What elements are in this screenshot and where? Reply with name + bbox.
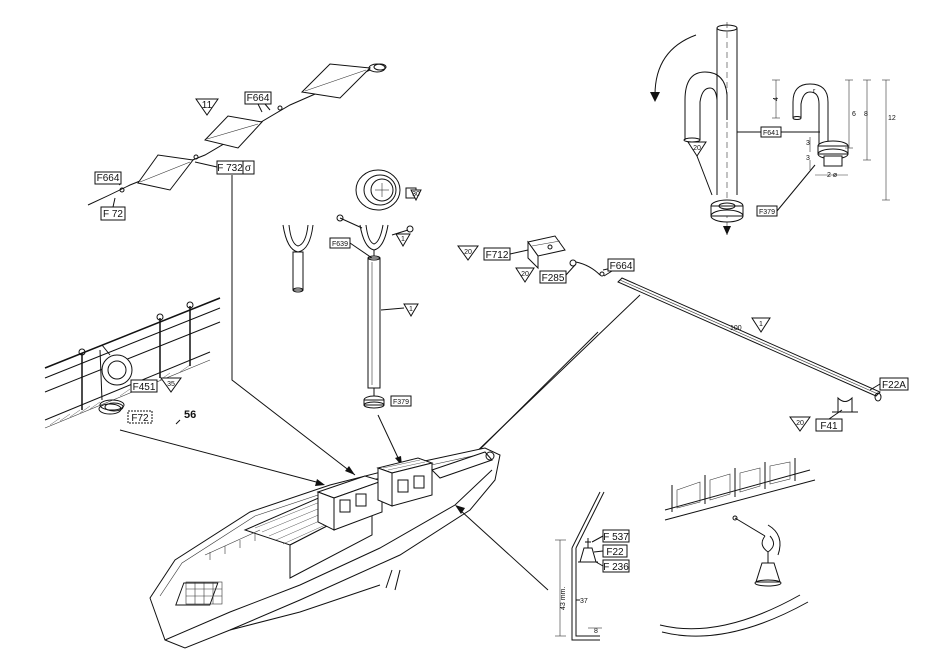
svg-text:30: 30 <box>412 191 420 198</box>
svg-text:35: 35 <box>167 381 175 388</box>
svg-text:6: 6 <box>852 111 856 118</box>
svg-text:F379: F379 <box>393 399 409 406</box>
fender-chain <box>88 64 386 205</box>
svg-text:F 537: F 537 <box>603 532 629 543</box>
svg-text:F664: F664 <box>247 93 270 104</box>
tag-f664-left: F664 <box>95 172 121 184</box>
leader-railing <box>120 430 320 483</box>
svg-text:F641: F641 <box>763 130 779 137</box>
svg-text:F285: F285 <box>542 273 565 284</box>
binnacle <box>356 170 400 210</box>
lamp-bracket-detail <box>660 458 815 636</box>
tag-f379-mid: F379 <box>391 396 411 406</box>
hook-detail: 20 F641 F379 r 4 6 8 <box>650 22 896 235</box>
leader-lamp <box>460 510 548 590</box>
tag-f639: F639 <box>330 238 372 258</box>
svg-text:3: 3 <box>806 140 810 147</box>
svg-text:8: 8 <box>864 111 868 118</box>
tag-f72: F 72 <box>101 198 125 220</box>
triangle-1a: 1 <box>396 234 410 246</box>
svg-text:F379: F379 <box>759 209 775 216</box>
boat-hull <box>150 448 500 648</box>
svg-text:3: 3 <box>806 155 810 162</box>
svg-text:43 mm.: 43 mm. <box>560 587 567 610</box>
svg-text:20: 20 <box>521 271 529 278</box>
leader-boom-2 <box>470 295 640 458</box>
mast-base <box>364 396 384 408</box>
svg-text:F41: F41 <box>820 421 838 432</box>
svg-text:100: 100 <box>730 325 742 332</box>
svg-text:1: 1 <box>401 236 405 243</box>
svg-text:2 ø: 2 ø <box>827 172 838 179</box>
svg-text:4: 4 <box>773 97 780 101</box>
svg-text:20: 20 <box>693 145 701 152</box>
svg-text:8: 8 <box>594 628 598 635</box>
leader-f732 <box>232 175 355 475</box>
svg-text:37: 37 <box>580 598 588 605</box>
svg-text:F664: F664 <box>610 261 633 272</box>
tag-f732: F 732 σ <box>195 161 254 174</box>
svg-text:20: 20 <box>796 420 804 427</box>
svg-text:F 236: F 236 <box>603 562 629 573</box>
triangle-11: 11 <box>196 99 218 115</box>
svg-text:F639: F639 <box>332 241 348 248</box>
svg-text:F664: F664 <box>97 173 120 184</box>
svg-text:12: 12 <box>888 115 896 122</box>
svg-text:20: 20 <box>464 249 472 256</box>
mast-tube <box>368 256 380 396</box>
boom-assembly: 20 F712 20 F285 F664 100 1 F22A <box>458 236 908 432</box>
svg-text:F 732: F 732 <box>217 163 243 174</box>
svg-text:F451: F451 <box>133 382 156 393</box>
svg-text:σ: σ <box>245 163 252 174</box>
svg-text:F22: F22 <box>606 547 624 558</box>
label-11: 11 <box>202 100 213 111</box>
triangle-30: 30 <box>406 188 421 200</box>
svg-text:1: 1 <box>409 306 413 313</box>
forked-post-left <box>283 225 313 292</box>
railing-detail: F451 35 F72 56 <box>45 298 220 428</box>
tag-f664-top: F664 <box>245 92 271 112</box>
leader-mast <box>378 415 400 462</box>
svg-text:F72: F72 <box>131 413 149 424</box>
lamp-dimension: F 537 F22 F 236 43 mm. 37 8 <box>555 492 629 640</box>
svg-text:56: 56 <box>184 409 196 421</box>
triangle-1b: 1 <box>381 304 418 316</box>
svg-text:F712: F712 <box>486 250 509 261</box>
svg-text:1: 1 <box>759 321 763 328</box>
svg-text:F 72: F 72 <box>103 209 123 220</box>
svg-text:F22A: F22A <box>882 380 906 391</box>
